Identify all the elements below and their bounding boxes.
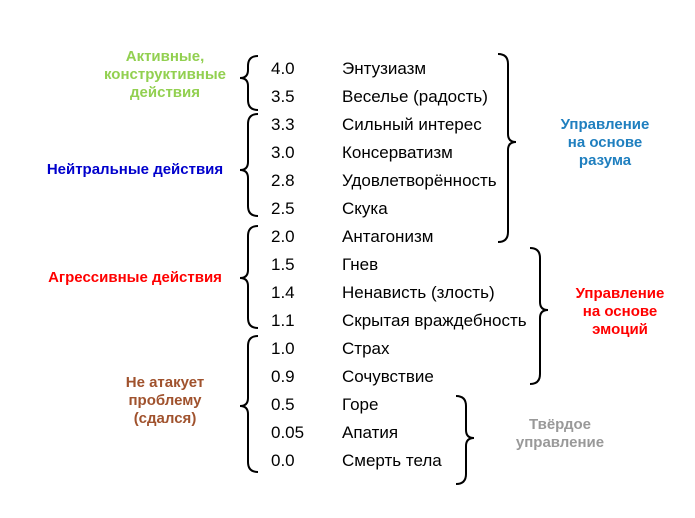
scale-value: 2.5 [271, 199, 295, 218]
group-active: Активные, конструктивные действия [103, 48, 227, 101]
scale-row: 1.4 Ненависть (злость) [0, 280, 695, 306]
scale-label: Страх [342, 339, 390, 358]
bracket-surrender [239, 335, 259, 473]
scale-row: 3.0 Консерватизм [0, 140, 695, 166]
scale-row: 4.0 Энтузиазм [0, 56, 695, 82]
group-aggressive: Агрессивные действия [48, 269, 222, 286]
scale-value: 3.3 [271, 115, 295, 134]
scale-value: 1.4 [271, 283, 295, 302]
group-emotion: Управление на основе эмоций [575, 285, 665, 338]
scale-label: Удовлетворённость [342, 171, 497, 190]
scale-value: 0.05 [271, 423, 305, 442]
scale-value: 2.0 [271, 227, 295, 246]
scale-value: 3.0 [271, 143, 295, 162]
scale-label: Скука [342, 199, 388, 218]
scale-row: 3.5 Веселье (радость) [0, 84, 695, 110]
scale-label: Ненависть (злость) [342, 283, 495, 302]
scale-row: 0.5 Горе [0, 392, 695, 418]
group-surrender: Не атакует проблему (сдался) [125, 374, 205, 427]
scale-value: 0.0 [271, 451, 295, 470]
scale-value: 0.9 [271, 367, 295, 386]
scale-label: Апатия [342, 423, 399, 442]
scale-value: 3.5 [271, 87, 295, 106]
scale-row: 2.8 Удовлетворённость [0, 168, 695, 194]
scale-label: Сильный интерес [342, 115, 482, 134]
scale-row: 1.0 Страх [0, 336, 695, 362]
scale-label: Энтузиазм [342, 59, 427, 78]
scale-value: 1.5 [271, 255, 295, 274]
scale-row: 3.3 Сильный интерес [0, 112, 695, 138]
group-reason: Управление на основе разума [560, 116, 650, 169]
scale-row: 0.9 Сочувствие [0, 364, 695, 390]
bracket-emotion [529, 247, 549, 385]
scale-value: 1.0 [271, 339, 295, 358]
bracket-aggressive [239, 225, 259, 329]
scale-label: Смерть тела [342, 451, 442, 470]
scale-value: 0.5 [271, 395, 295, 414]
group-neutral: Нейтральные действия [46, 161, 224, 178]
scale-label: Веселье (радость) [342, 87, 488, 106]
scale-label: Скрытая враждебность [342, 311, 527, 330]
scale-label: Горе [342, 395, 379, 414]
scale-label: Антагонизм [342, 227, 434, 246]
scale-label: Сочувствие [342, 367, 434, 386]
scale-row: 0.05 Апатия [0, 420, 695, 446]
scale-row: 1.1 Скрытая враждебность [0, 308, 695, 334]
scale-label: Гнев [342, 255, 379, 274]
scale-row: 2.5 Скука [0, 196, 695, 222]
scale-row: 2.0 Антагонизм [0, 224, 695, 250]
scale-row: 0.0 Смерть тела [0, 448, 695, 474]
scale-row: 1.5 Гнев [0, 252, 695, 278]
scale-value: 1.1 [271, 311, 295, 330]
bracket-hard [455, 395, 475, 485]
scale-value: 2.8 [271, 171, 295, 190]
bracket-reason [497, 53, 517, 243]
scale-label: Консерватизм [342, 143, 453, 162]
scale-value: 4.0 [271, 59, 295, 78]
group-hard: Твёрдое управление [515, 416, 605, 451]
bracket-active [239, 55, 259, 111]
bracket-neutral [239, 113, 259, 217]
